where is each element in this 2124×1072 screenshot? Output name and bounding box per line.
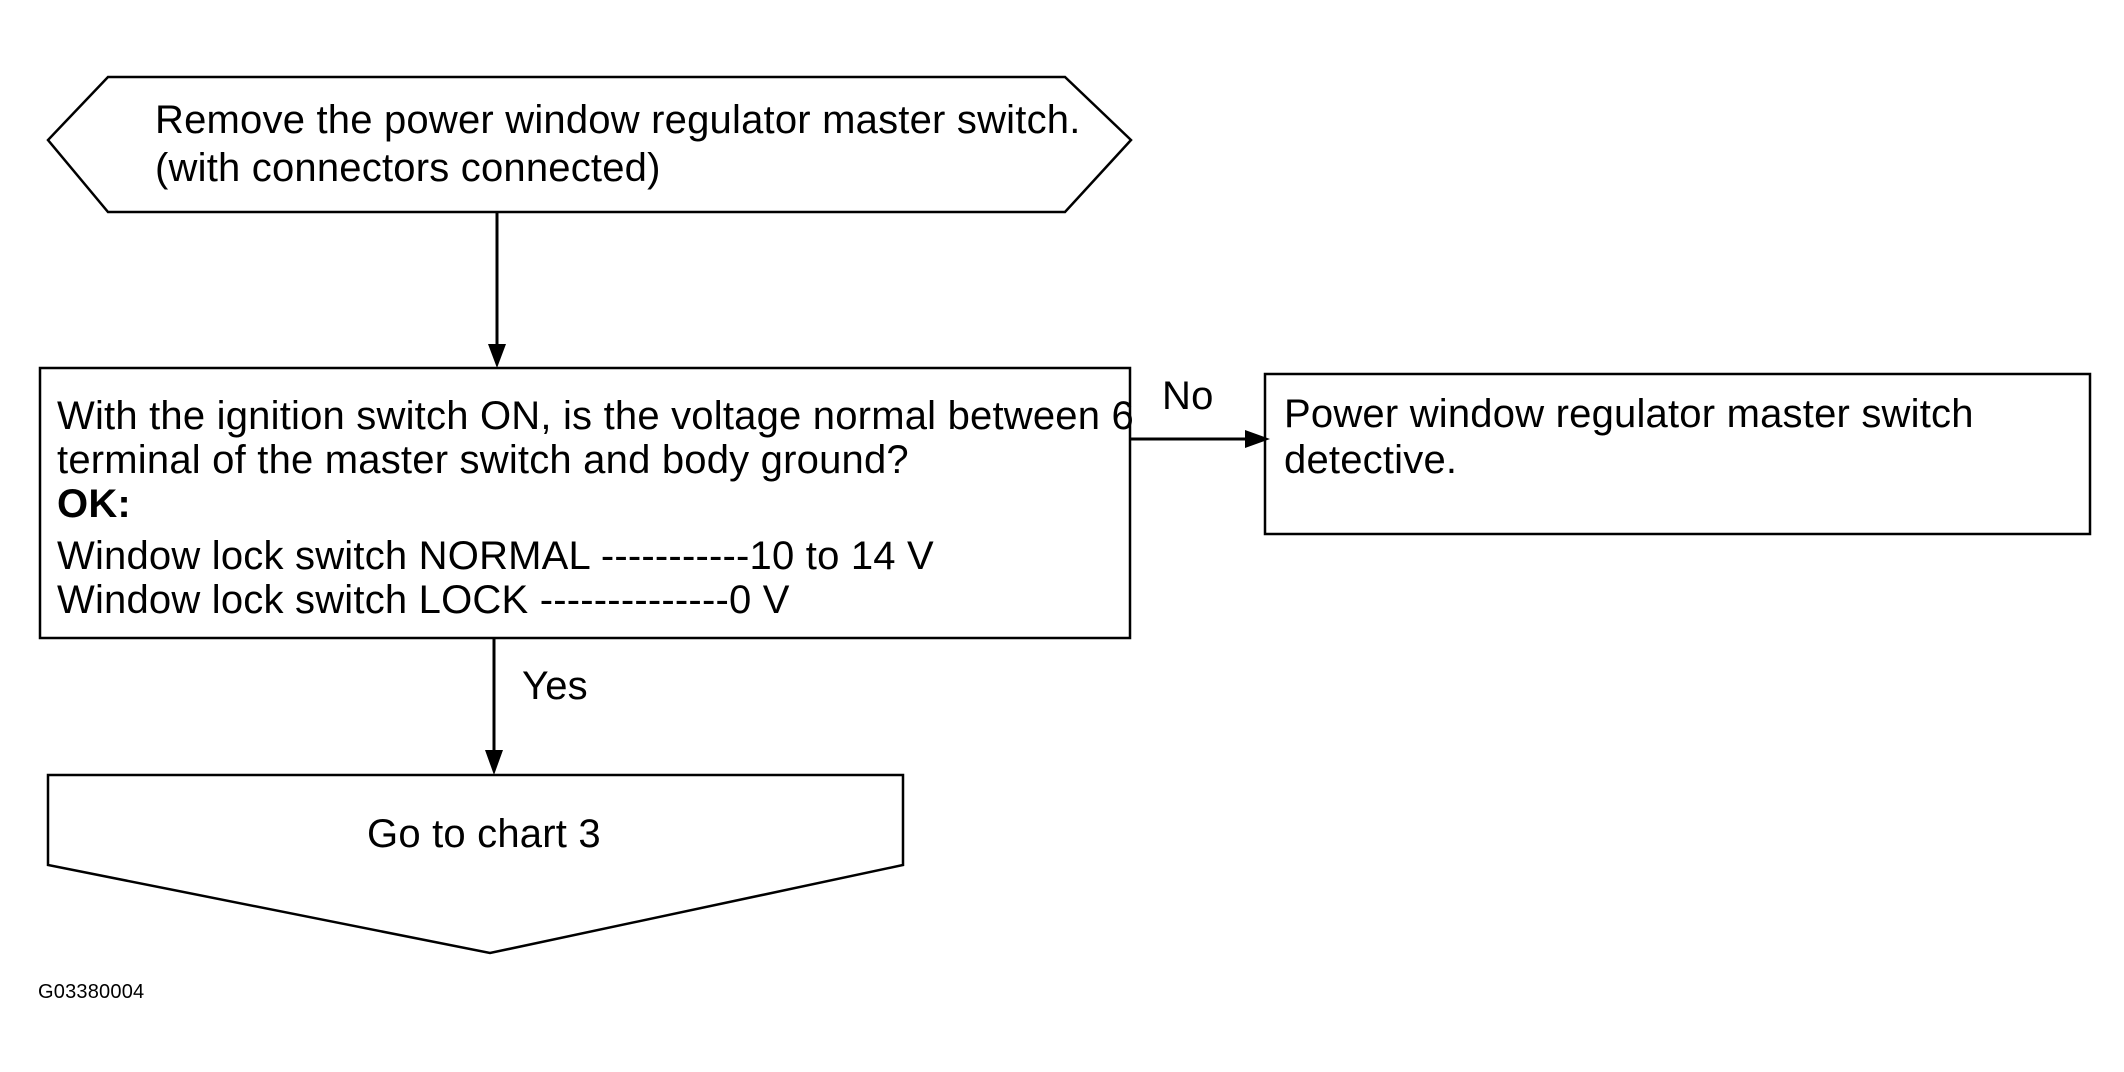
decision-line3: Window lock switch NORMAL -----------10 … bbox=[57, 534, 934, 578]
goto-offpage-shape bbox=[46, 773, 905, 955]
decision-line1: With the ignition switch ON, is the volt… bbox=[57, 394, 1134, 438]
arrowhead-right bbox=[1245, 430, 1270, 448]
result-line2: detective. bbox=[1284, 438, 1458, 482]
figure-id: G03380004 bbox=[38, 981, 145, 1003]
start-hexagon bbox=[46, 75, 1133, 214]
arrowhead-down-1 bbox=[488, 344, 506, 368]
yes-label: Yes bbox=[522, 664, 588, 708]
decision-line2: terminal of the master switch and body g… bbox=[57, 438, 909, 482]
start-box-line1: Remove the power window regulator master… bbox=[155, 98, 1081, 142]
result-box bbox=[1263, 372, 2092, 536]
decision-ok-label: OK: bbox=[57, 482, 131, 526]
no-label: No bbox=[1162, 374, 1214, 418]
arrowhead-down-2 bbox=[485, 750, 503, 775]
result-line1: Power window regulator master switch bbox=[1284, 392, 1974, 436]
start-box-line2: (with connectors connected) bbox=[155, 146, 661, 190]
decision-line4: Window lock switch LOCK --------------0 … bbox=[57, 578, 790, 622]
goto-label: Go to chart 3 bbox=[367, 812, 601, 856]
decision-box bbox=[38, 366, 1132, 640]
